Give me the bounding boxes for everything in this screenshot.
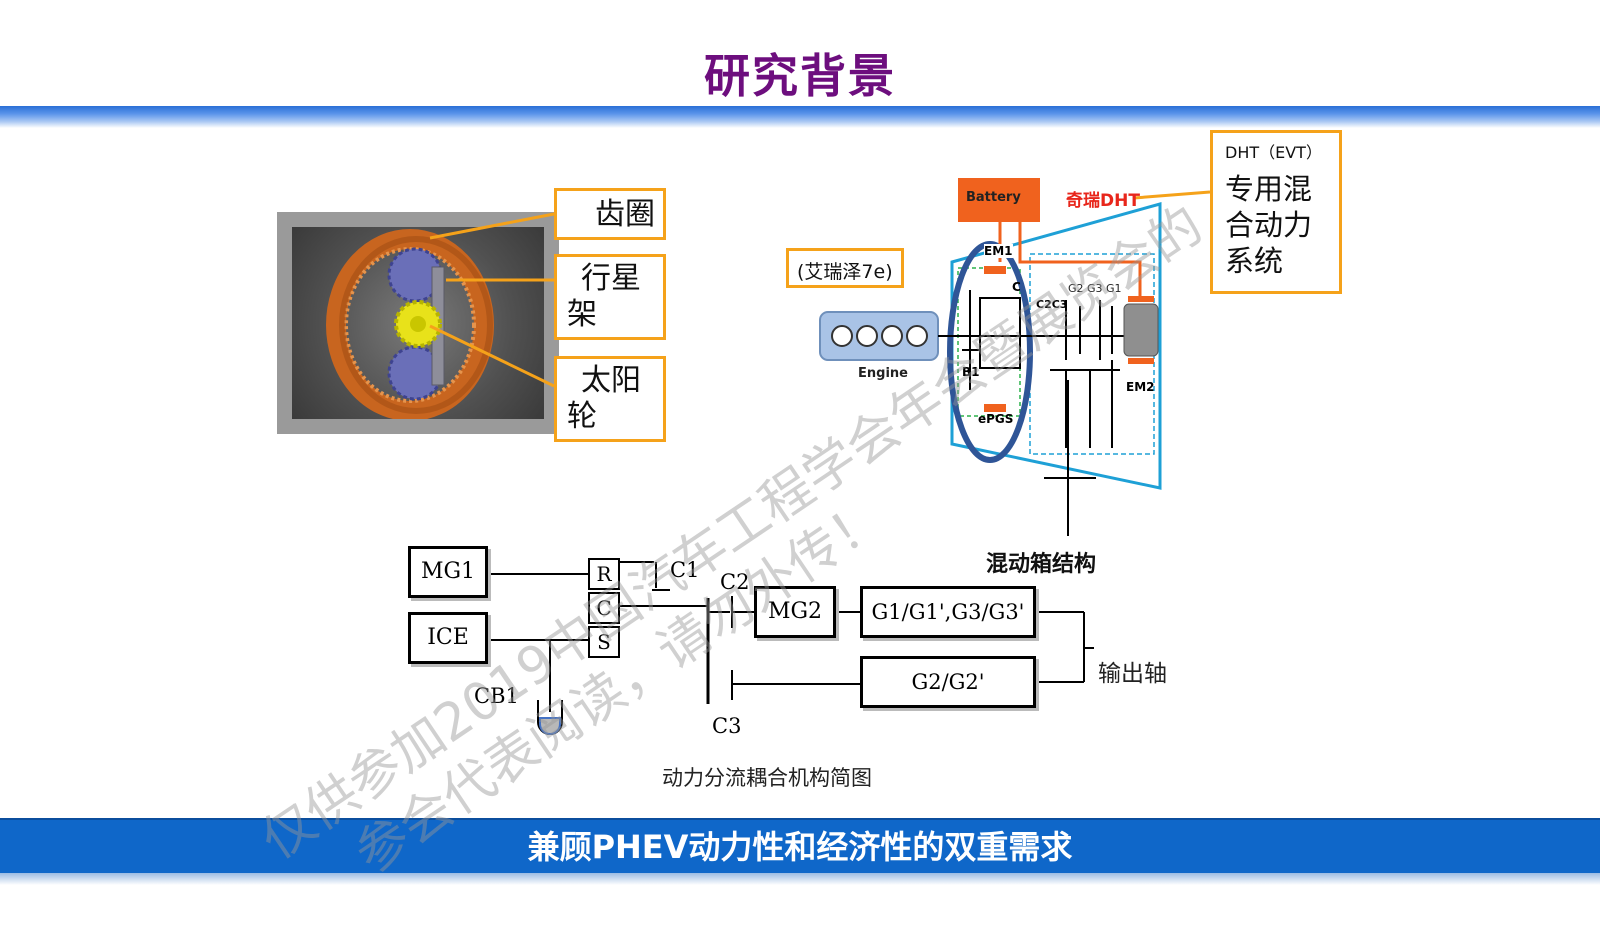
b1-label: B1 [962,365,980,379]
dht-evt-line3: 系统 [1225,244,1284,278]
footer-banner: 兼顾PHEV动力性和经济性的双重需求 [0,818,1600,875]
gear-high-box: G1/G1',G3/G3' [860,586,1036,638]
mg1-box: MG1 [408,546,488,598]
r-label: R [596,562,612,586]
sun-gear-callout: 太阳 轮 [554,356,666,442]
carrier-label-line2: 架 [567,297,597,332]
ice-box: ICE [408,612,488,664]
diagram-lines [429,178,1211,735]
c2c3-label: C2C3 [1036,298,1068,311]
em2-label: EM2 [1126,380,1155,394]
epgs-label: ePGS [978,412,1014,426]
carrier-callout: 行星 架 [554,254,666,340]
gear-set-label: G2 G3 G1 [1068,282,1122,295]
footer-shadow [0,873,1600,885]
dht-evt-line1: 专用混 [1225,172,1313,206]
mg2-box: MG2 [754,586,836,638]
c1-label: C1 [670,558,700,582]
car-model-callout: (艾瑞泽7e) [786,248,904,288]
car-model-label: (艾瑞泽7e) [797,261,893,283]
dht-evt-line2: 合动力 [1225,208,1313,242]
ice-label: ICE [427,625,469,650]
sun-s-box: S [588,626,620,658]
sun-label-line1: 太阳 [581,363,641,398]
battery-em2-wire [1018,222,1142,300]
ring-r-box: R [588,558,620,590]
sun-label-line2: 轮 [567,399,597,434]
epgs-dashed-box [957,267,1021,417]
epgs-highlight-ellipse [947,241,1033,463]
schematic-caption: 动力分流耦合机构简图 [662,766,872,790]
s-label: S [597,630,611,654]
engine-label: Engine [858,366,908,381]
em2-motor [1123,303,1159,357]
gear-low-box: G2/G2' [860,656,1036,708]
em1-label: EM1 [984,244,1013,258]
dht-evt-callout: DHT（EVT） 专用混 合动力 系统 [1210,130,1342,294]
ring-leader-line [429,212,555,240]
carrier-label-line1: 行星 [581,261,641,296]
dht-leader-line [1133,190,1211,200]
ring-gear-callout: 齿圈 [554,188,666,240]
gear-low-label: G2/G2' [911,670,985,694]
cb1-label: CB1 [474,684,519,708]
mg1-label: MG1 [420,559,476,584]
chery-dht-label: 奇瑞DHT [1066,191,1140,211]
carrier-c-box: C [588,592,620,624]
mg2-label: MG2 [767,599,823,624]
gear-high-label: G1/G1',G3/G3' [871,600,1025,624]
clutch-c-label: C [1012,280,1021,294]
c2-label: C2 [720,570,750,594]
dht-evt-header: DHT（EVT） [1225,143,1322,162]
slide-title: 研究背景 [704,49,896,103]
output-shaft-label: 输出轴 [1098,661,1167,687]
planetary-gear-drawing [326,229,494,421]
c3-label: C3 [712,714,742,738]
sun-leader-line [429,324,555,388]
c-label: C [596,596,612,620]
planetary-gear-image [277,212,559,434]
header-divider-bar [0,106,1600,128]
ring-gear-label: 齿圈 [595,197,655,232]
gearbox-caption: 混动箱结构 [986,552,1097,577]
battery-label: Battery [966,190,1021,205]
battery-block [958,178,1040,222]
